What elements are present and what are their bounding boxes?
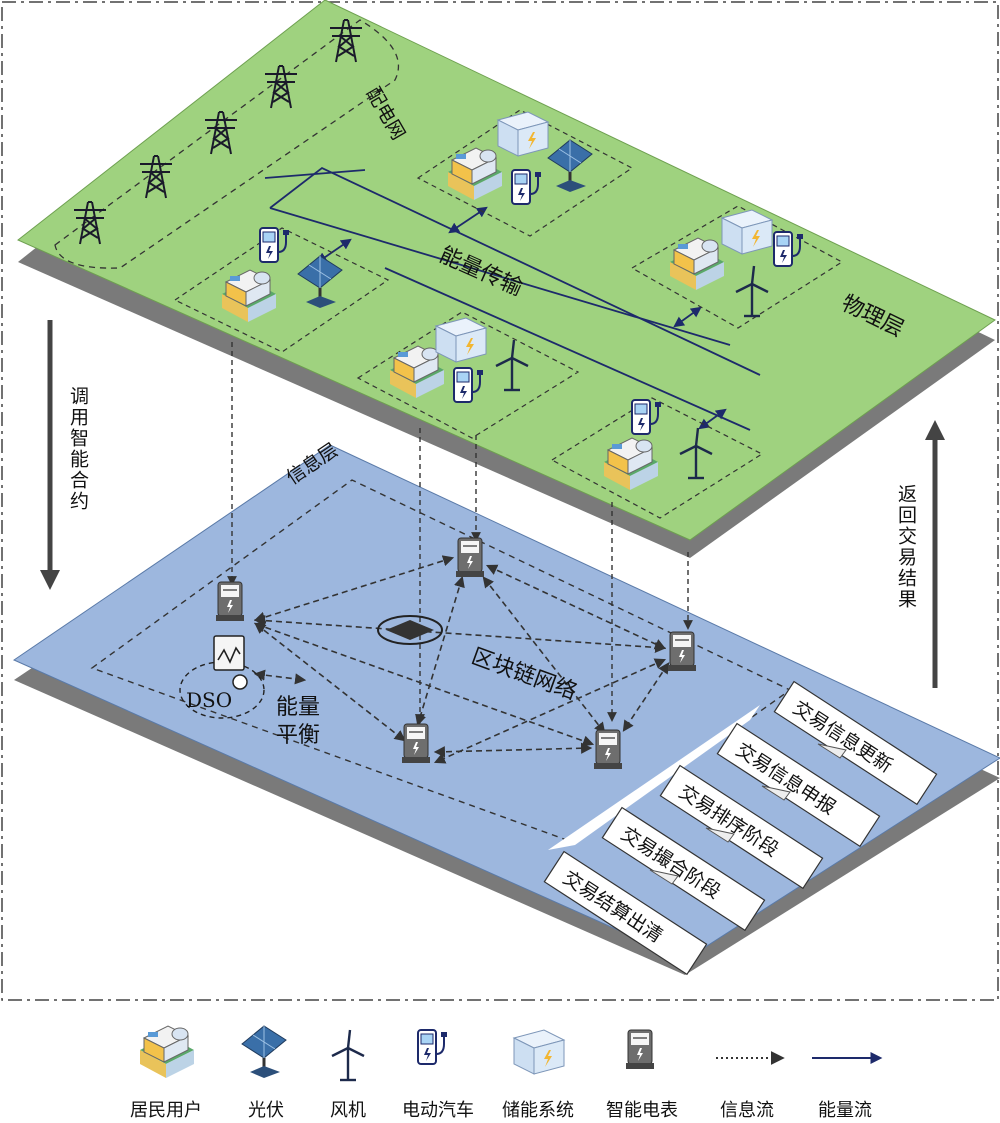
legend-label-energy-flow: 能量流 <box>818 1100 872 1121</box>
energy-balance-line2: 平衡 <box>276 723 320 748</box>
layer-divider <box>548 705 760 850</box>
legend-label-meter: 智能电表 <box>606 1100 678 1121</box>
node-1-battery <box>497 111 549 157</box>
legend-label-battery: 储能系统 <box>502 1100 574 1121</box>
legend: 居民用户 光伏 风机 电动汽车 储能系统 智能电表 信息流 能量流 <box>130 1024 883 1121</box>
meter-a <box>215 581 245 622</box>
information-layer: 信息层 <box>12 439 1000 975</box>
node-3-battery <box>435 317 487 363</box>
step-arrow-2 <box>761 785 791 801</box>
node-region-1 <box>416 109 634 237</box>
step-arrow-4 <box>649 869 679 885</box>
legend-solar-panel-icon <box>240 1024 288 1080</box>
legend-ev-charger-icon <box>417 1029 448 1065</box>
node-region-3 <box>356 311 580 439</box>
legend-label-solar: 光伏 <box>248 1100 284 1121</box>
meter-c <box>667 631 697 672</box>
dso-label: DSO <box>186 688 232 712</box>
return-result-label: 返回交易结果 <box>895 484 917 610</box>
meter-d <box>401 723 431 764</box>
return-result-flow: 返回交易结果 <box>895 420 945 688</box>
legend-label-ev: 电动汽车 <box>402 1100 474 1121</box>
blockchain-hub-icon <box>377 615 443 645</box>
node-4-battery <box>721 209 773 255</box>
invoke-contract-flow: 调用智能合约 <box>40 320 89 590</box>
energy-bus <box>264 166 761 431</box>
step-arrow-3 <box>705 827 735 843</box>
blockchain-links <box>253 555 670 764</box>
meter-e <box>593 729 623 770</box>
legend-house-icon <box>139 1025 195 1079</box>
step-arrow-1 <box>817 743 847 759</box>
legend-battery-storage-icon <box>513 1029 565 1075</box>
legend-label-wind: 风机 <box>330 1100 366 1121</box>
distribution-network-region <box>54 19 400 269</box>
outer-frame <box>1 1 999 1001</box>
energy-balance-line1: 能量 <box>276 695 320 720</box>
physical-layer: 配电网 能量传输 物理层 <box>17 0 996 558</box>
node-region-2 <box>173 227 390 353</box>
legend-label-house: 居民用户 <box>130 1100 202 1121</box>
physical-layer-plane <box>17 0 996 541</box>
legend-wind-turbine-icon <box>330 1028 366 1082</box>
meter-b <box>455 537 485 578</box>
legend-smart-meter-icon <box>625 1029 655 1070</box>
dso-node: DSO <box>179 635 265 719</box>
node-region-4 <box>630 205 844 329</box>
legend-label-info-flow: 信息流 <box>720 1100 774 1121</box>
invoke-contract-label: 调用智能合约 <box>67 386 89 512</box>
